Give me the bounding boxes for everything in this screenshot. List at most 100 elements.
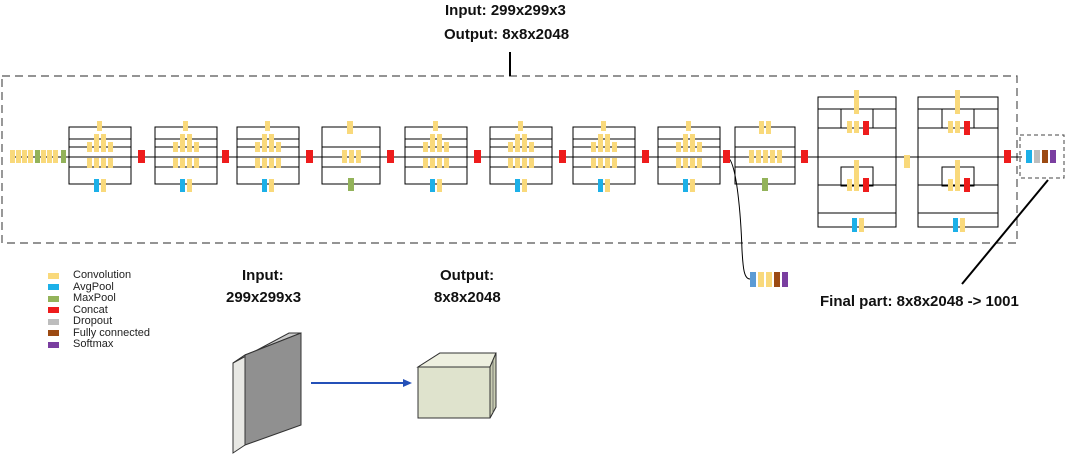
final-fc-block (1042, 150, 1048, 163)
stem-conv-block (41, 150, 46, 163)
conv-block (763, 150, 768, 163)
conv-block (847, 179, 852, 191)
conv-block (269, 142, 274, 152)
conv-block (180, 134, 185, 144)
conv-block (356, 150, 361, 163)
conv-block (955, 102, 960, 114)
legend-item: Concat (48, 304, 150, 317)
conv-block (683, 134, 688, 144)
conv-block (97, 121, 102, 131)
conv-block (766, 121, 771, 134)
conv-block (194, 158, 199, 168)
transform-arrowhead (403, 379, 412, 387)
conv-block (108, 158, 113, 168)
conv-block (94, 134, 99, 144)
conv-block (854, 121, 859, 133)
conv-block (187, 134, 192, 144)
conv-block (276, 158, 281, 168)
conv-block (276, 142, 281, 152)
concat-block (222, 150, 229, 163)
conv-block (423, 142, 428, 152)
conv-block (522, 179, 527, 192)
conv-block (676, 142, 681, 152)
avgpool-block (430, 179, 435, 192)
conv-block (955, 172, 960, 184)
conv-block (759, 121, 764, 134)
legend-label: AvgPool (73, 280, 114, 293)
concat-block (964, 121, 970, 135)
stem-conv-block (16, 150, 21, 163)
avgpool-block (953, 218, 958, 232)
legend-item: Dropout (48, 316, 150, 328)
conv-block (955, 90, 960, 102)
maxpool-block (348, 178, 354, 191)
module-box (236, 126, 300, 185)
conv-block (518, 121, 523, 131)
legend-swatch-dropout (48, 318, 59, 325)
final-avgpool-block (1026, 150, 1032, 163)
conv-block (180, 142, 185, 152)
module-box (68, 126, 132, 185)
legend-swatch-avgpool (48, 284, 59, 291)
aux-softmax-block (782, 272, 788, 287)
conv-block (955, 160, 960, 172)
final-part-dashed-frame (1019, 134, 1065, 179)
conv-block (255, 158, 260, 168)
conv-block (522, 158, 527, 168)
conv-block (690, 134, 695, 144)
conv-block (686, 121, 691, 131)
conv-block (756, 150, 761, 163)
conv-block (433, 121, 438, 131)
conv-block (101, 142, 106, 152)
conv-block (437, 158, 442, 168)
conv-block (101, 179, 106, 192)
legend-label: MaxPool (73, 292, 116, 305)
conv-block (904, 155, 910, 168)
conv-block (522, 142, 527, 152)
conv-block (187, 142, 192, 152)
conv-block (522, 134, 527, 144)
conv-block (854, 90, 859, 102)
conv-block (444, 142, 449, 152)
stem-conv-block (22, 150, 27, 163)
legend-swatch-softmax (48, 341, 59, 348)
module-box (154, 126, 218, 185)
final-dropout-block (1034, 150, 1040, 163)
avgpool-block (852, 218, 857, 232)
conv-block (515, 142, 520, 152)
concat-block (863, 121, 869, 135)
conv-block (515, 134, 520, 144)
concat-block (1004, 150, 1011, 163)
concat-block (642, 150, 649, 163)
legend-swatch-concat (48, 307, 59, 314)
conv-block (598, 134, 603, 144)
conv-block (854, 172, 859, 184)
conv-block (262, 134, 267, 144)
conv-block (854, 179, 859, 191)
conv-block (87, 158, 92, 168)
conv-block (430, 158, 435, 168)
stem-conv-block (28, 150, 33, 163)
conv-block (194, 142, 199, 152)
stem-conv-block (53, 150, 58, 163)
conv-block (347, 121, 353, 134)
stem-maxpool-block (61, 150, 66, 163)
conv-block (101, 158, 106, 168)
module-box (572, 126, 636, 185)
legend-label: Softmax (73, 338, 114, 351)
final-pointer (961, 179, 1049, 285)
conv-block (262, 158, 267, 168)
input-plane-shape (232, 332, 302, 454)
avgpool-block (180, 179, 185, 192)
stem-conv-block (10, 150, 15, 163)
legend-item: MaxPool (48, 293, 150, 305)
avgpool-block (515, 179, 520, 192)
conv-block (423, 158, 428, 168)
concat-block (474, 150, 481, 163)
avgpool-block (262, 179, 267, 192)
concat-block (964, 178, 970, 192)
conv-block (612, 142, 617, 152)
module-box (404, 126, 468, 185)
stem-conv-block (47, 150, 52, 163)
below-output-value: 8x8x2048 (434, 289, 501, 306)
